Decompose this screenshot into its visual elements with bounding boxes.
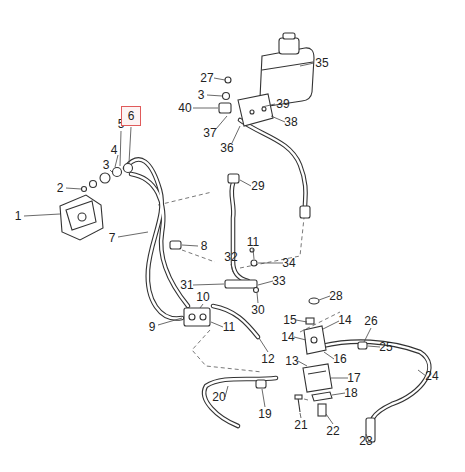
callout-number: 13 bbox=[284, 355, 299, 368]
callout-number: 7 bbox=[108, 232, 117, 245]
callout-number: 30 bbox=[250, 304, 265, 317]
callout-number: 28 bbox=[328, 290, 343, 303]
callout-number: 14 bbox=[280, 331, 295, 344]
callout-number: 1 bbox=[14, 210, 23, 223]
callout-number: 14 bbox=[337, 314, 352, 327]
callout-number: 38 bbox=[283, 116, 298, 129]
callout-number: 29 bbox=[250, 180, 265, 193]
callout-number: 23 bbox=[358, 435, 373, 448]
callout-number: 21 bbox=[293, 419, 308, 432]
callout-number: 37 bbox=[202, 127, 217, 140]
callout-number: 19 bbox=[257, 408, 272, 421]
callout-number: 39 bbox=[275, 98, 290, 111]
callout-number: 11 bbox=[222, 321, 236, 334]
callout-number: 18 bbox=[343, 387, 358, 400]
highlight-box: 6 bbox=[121, 106, 141, 126]
callout-number: 10 bbox=[195, 291, 210, 304]
callout-number: 40 bbox=[177, 102, 192, 115]
callout-number: 33 bbox=[271, 275, 286, 288]
callout-number: 3 bbox=[197, 89, 206, 102]
callout-number: 15 bbox=[282, 314, 297, 327]
callout-number: 26 bbox=[363, 315, 378, 328]
callout-number: 36 bbox=[219, 142, 234, 155]
callout-number: 12 bbox=[260, 353, 275, 366]
callout-number: 20 bbox=[211, 391, 226, 404]
callout-number: 16 bbox=[332, 353, 347, 366]
callout-number: 34 bbox=[281, 257, 296, 270]
callout-number: 22 bbox=[325, 425, 340, 438]
callout-number: 27 bbox=[199, 72, 214, 85]
callout-number: 11 bbox=[246, 236, 260, 249]
callout-number: 24 bbox=[424, 370, 439, 383]
callout-number: 3 bbox=[102, 159, 111, 172]
callout-number: 35 bbox=[314, 57, 329, 70]
callout-number: 32 bbox=[223, 251, 238, 264]
callout-number: 2 bbox=[56, 182, 65, 195]
callout-number: 17 bbox=[346, 372, 361, 385]
callout-number: 31 bbox=[179, 279, 194, 292]
callout-number: 9 bbox=[148, 321, 157, 334]
callout-number: 4 bbox=[110, 144, 119, 157]
callout-number: 8 bbox=[200, 240, 209, 253]
callout-number: 25 bbox=[378, 341, 393, 354]
callout-number: 6 bbox=[128, 110, 135, 123]
